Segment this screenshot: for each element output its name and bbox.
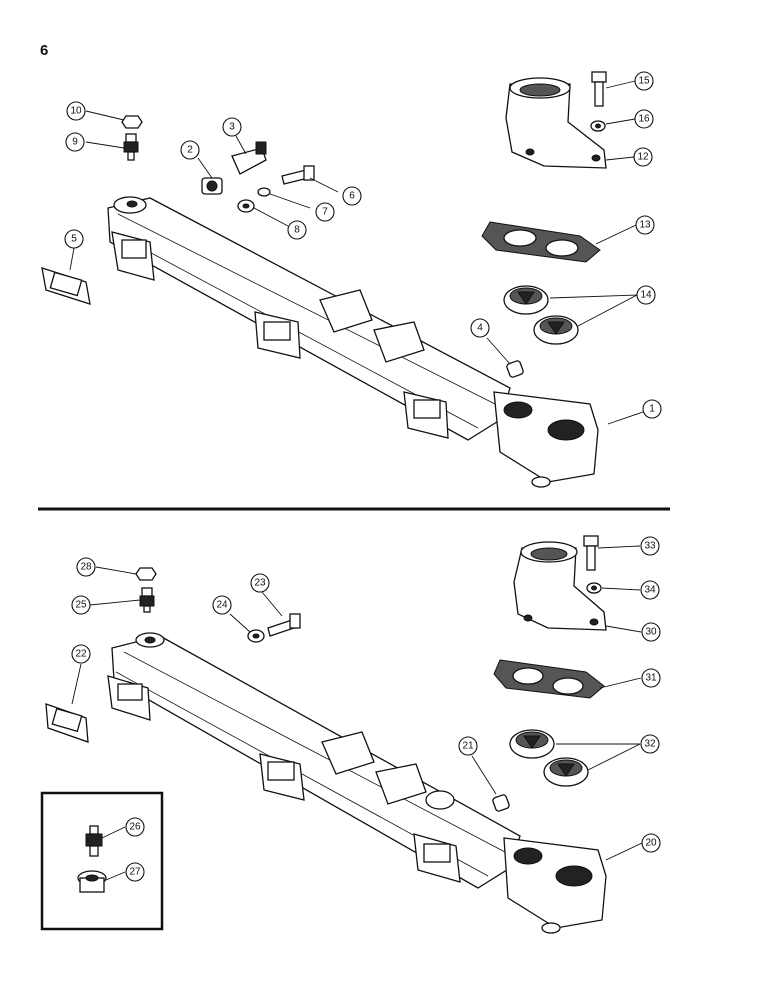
svg-text:22: 22 [75, 649, 87, 660]
svg-text:2: 2 [187, 145, 193, 156]
callout-13: 13 [635, 215, 655, 235]
svg-text:7: 7 [322, 207, 328, 218]
callout-6: 6 [342, 186, 362, 206]
top-small-parts [121, 115, 524, 378]
svg-text:15: 15 [638, 76, 650, 87]
svg-text:5: 5 [71, 234, 77, 245]
svg-text:6: 6 [349, 191, 355, 202]
callout-2: 2 [180, 140, 200, 160]
svg-text:10: 10 [70, 106, 82, 117]
gasket-bottom-left [45, 703, 89, 743]
callout-24: 24 [212, 595, 232, 615]
svg-text:24: 24 [216, 600, 228, 611]
svg-text:1: 1 [649, 404, 655, 415]
svg-text:33: 33 [644, 541, 656, 552]
callout-31: 31 [641, 668, 661, 688]
gasket-top-left [41, 267, 91, 305]
svg-text:30: 30 [645, 627, 657, 638]
callout-1: 1 [642, 399, 662, 419]
svg-text:25: 25 [75, 600, 87, 611]
callout-9: 9 [65, 132, 85, 152]
svg-text:34: 34 [644, 585, 656, 596]
thermostats-32 [509, 729, 589, 787]
callout-25: 25 [71, 595, 91, 615]
svg-text:28: 28 [80, 562, 92, 573]
inset-box [40, 791, 164, 931]
manifold-bottom [107, 632, 607, 934]
callout-7: 7 [315, 202, 335, 222]
callout-20: 20 [641, 833, 661, 853]
gasket-13 [481, 221, 601, 263]
callout-32: 32 [640, 734, 660, 754]
svg-text:31: 31 [645, 673, 657, 684]
page-number: 6 [40, 42, 49, 59]
thermostat-housing-bottom [513, 541, 607, 631]
callout-28: 28 [76, 557, 96, 577]
callout-10: 10 [66, 101, 86, 121]
callout-34: 34 [640, 580, 660, 600]
bolt-15 [591, 71, 607, 107]
callout-21: 21 [458, 736, 478, 756]
leader-lines [69, 80, 644, 881]
svg-text:14: 14 [640, 290, 652, 301]
thermostats-14 [503, 285, 579, 345]
svg-text:16: 16 [638, 114, 650, 125]
svg-text:3: 3 [229, 122, 235, 133]
svg-text:23: 23 [254, 578, 266, 589]
callout-12: 12 [633, 147, 653, 167]
svg-text:26: 26 [129, 822, 141, 833]
svg-text:4: 4 [477, 323, 483, 334]
callout-8: 8 [287, 220, 307, 240]
svg-text:9: 9 [72, 137, 78, 148]
callout-5: 5 [64, 229, 84, 249]
bolt-33 [583, 535, 599, 571]
bottom-small-parts [135, 567, 510, 812]
callout-22: 22 [71, 644, 91, 664]
callout-14: 14 [636, 285, 656, 305]
callout-26: 26 [125, 817, 145, 837]
svg-text:27: 27 [129, 867, 141, 878]
callout-23: 23 [250, 573, 270, 593]
svg-text:21: 21 [462, 741, 474, 752]
svg-text:13: 13 [639, 220, 651, 231]
gasket-31 [493, 659, 605, 699]
thermostat-housing-top [505, 77, 607, 169]
svg-text:32: 32 [644, 739, 656, 750]
callout-15: 15 [634, 71, 654, 91]
svg-text:12: 12 [637, 152, 649, 163]
callout-16: 16 [634, 109, 654, 129]
callout-3: 3 [222, 117, 242, 137]
callout-27: 27 [125, 862, 145, 882]
manifold-top [107, 196, 599, 488]
callout-33: 33 [640, 536, 660, 556]
callout-30: 30 [641, 622, 661, 642]
callout-4: 4 [470, 318, 490, 338]
svg-text:8: 8 [294, 225, 300, 236]
svg-text:20: 20 [645, 838, 657, 849]
